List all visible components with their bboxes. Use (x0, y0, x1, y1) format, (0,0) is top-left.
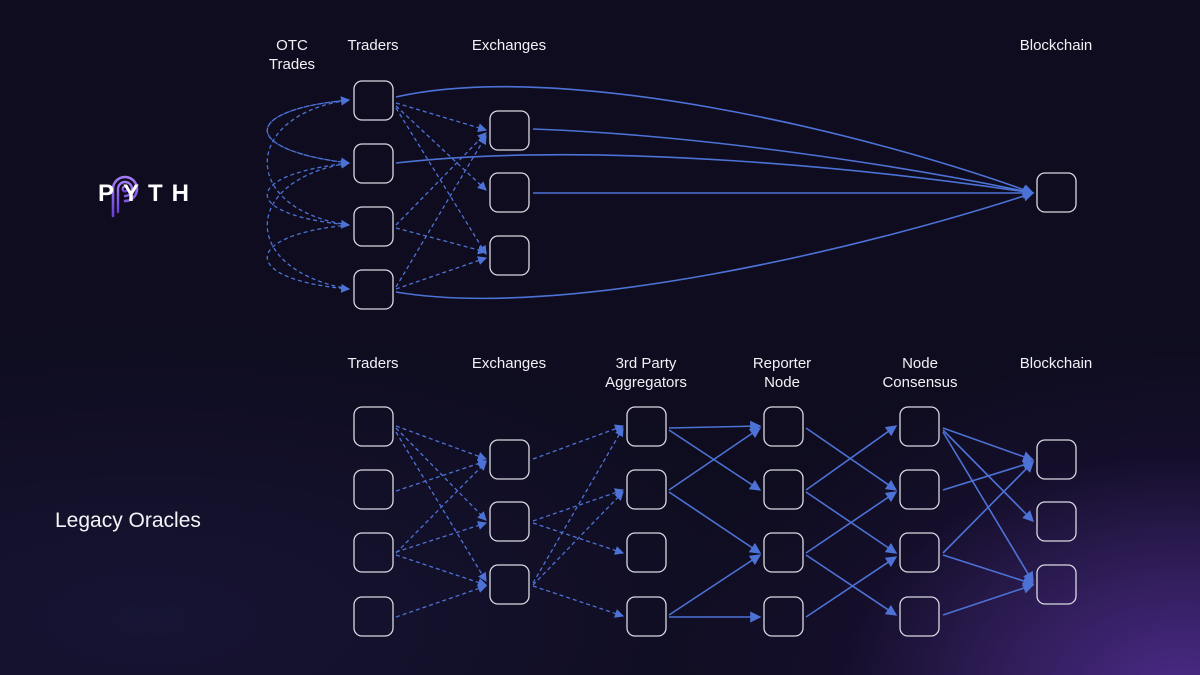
legacy-blockchain-node (1036, 439, 1077, 480)
pyth-trader-node (353, 80, 394, 121)
legacy-exchange-aggregator-edge (532, 522, 625, 555)
legacy-consensus-label: Node Consensus (882, 355, 958, 391)
legacy-aggregator-reporter-edge (668, 420, 762, 432)
legacy-trader-exchange-edge (395, 459, 488, 492)
pyth-blockchain-node (1036, 172, 1077, 213)
legacy-aggregator-reporter-edge (668, 427, 762, 491)
pyth-exchanges-label: Exchanges (471, 37, 547, 54)
pyth-traders-label: Traders (347, 37, 399, 54)
pyth-trader-exchange-edge (395, 256, 488, 290)
legacy-consensus-blockchain-edge (942, 582, 1035, 616)
legacy-consensus-blockchain-edge (942, 461, 1034, 554)
legacy-trader-node (353, 596, 394, 637)
pyth-exchange-node (489, 172, 530, 213)
pyth-trader-exchange-edge (395, 135, 487, 288)
legacy-exchange-aggregator-edge (532, 427, 624, 584)
legacy-aggregators-label: 3rd Party Aggregators (605, 355, 687, 391)
legacy-traders-label: Traders (347, 355, 399, 372)
legacy-reporter-consensus-edge (805, 427, 898, 491)
legacy-trader-exchange-edge (395, 584, 488, 618)
legacy-reporter-consensus-edge (805, 556, 898, 618)
legacy-aggregator-node (626, 469, 667, 510)
legacy-aggregator-node (626, 596, 667, 637)
legacy-reporter-consensus-edge (805, 554, 898, 616)
legacy-consensus-blockchain-edge (942, 427, 1035, 462)
legacy-consensus-blockchain-edge (942, 554, 1035, 587)
otc-edge (266, 96, 351, 164)
legacy-blockchain-node (1036, 564, 1077, 605)
pyth-trader-exchange-edge (395, 105, 487, 191)
pyth-direct-edge (395, 85, 1035, 195)
legacy-aggregator-node (626, 406, 667, 447)
legacy-exchange-node (489, 439, 530, 480)
pyth-exchange-node (489, 235, 530, 276)
legacy-trader-exchange-edge (395, 461, 487, 554)
legacy-exchange-aggregator-edge (532, 424, 625, 460)
legacy-aggregator-reporter-edge (668, 429, 762, 491)
pyth-trader-node (353, 206, 394, 247)
pyth-wordmark: PYTH (98, 180, 199, 207)
legacy-reporter-node (763, 596, 804, 637)
legacy-aggregator-node (626, 532, 667, 573)
pyth-direct-edge (395, 190, 1035, 300)
legacy-reporter-node (763, 469, 804, 510)
legacy-aggregator-reporter-edge (668, 554, 762, 616)
legacy-trader-node (353, 406, 394, 447)
legacy-trader-exchange-edge (395, 431, 487, 582)
legacy-exchange-node (489, 564, 530, 605)
legacy-exchange-node (489, 501, 530, 542)
pyth-trader-exchange-edge (395, 107, 487, 255)
legacy-trader-exchange-edge (395, 425, 488, 461)
legacy-blockchain-label: Blockchain (1019, 355, 1093, 372)
legacy-consensus-node (899, 469, 940, 510)
legacy-reporter-consensus-edge (805, 491, 898, 554)
pyth-direct-edge (395, 153, 1035, 198)
legacy-reporter-node (763, 532, 804, 573)
legacy-reporter-label: Reporter Node (752, 355, 812, 391)
legacy-blockchain-node (1036, 501, 1077, 542)
legacy-exchange-aggregator-edge (532, 585, 625, 618)
pyth-trader-exchange-edge (395, 102, 488, 133)
pyth-blockchain-label: Blockchain (1019, 37, 1093, 54)
legacy-trader-exchange-edge (395, 427, 487, 521)
legacy-consensus-node (899, 596, 940, 637)
otc-edge (266, 162, 351, 229)
legacy-trader-exchange-edge (395, 521, 488, 553)
legacy-reporter-node (763, 406, 804, 447)
legacy-trader-exchange-edge (395, 554, 488, 587)
legacy-consensus-node (899, 532, 940, 573)
pyth-trader-node (353, 143, 394, 184)
pyth-logo-icon (111, 175, 139, 218)
otc-edge (266, 159, 351, 290)
legacy-aggregator-reporter-edge (668, 491, 762, 554)
legacy-trader-node (353, 469, 394, 510)
legacy-oracles-title: Legacy Oracles (55, 509, 201, 532)
legacy-consensus-node (899, 406, 940, 447)
otc-edge (266, 96, 351, 226)
pyth-otc-trades-label: OTC Trades (268, 37, 316, 73)
otc-edge (266, 99, 351, 167)
legacy-trader-node (353, 532, 394, 573)
pyth-trader-exchange-edge (395, 132, 487, 226)
legacy-consensus-blockchain-edge (942, 459, 1035, 491)
legacy-reporter-consensus-edge (805, 425, 898, 491)
legacy-exchange-aggregator-edge (532, 491, 624, 586)
pyth-direct-edge (532, 128, 1035, 197)
legacy-exchanges-label: Exchanges (471, 355, 547, 372)
legacy-exchange-aggregator-edge (532, 488, 625, 522)
otc-edge (266, 224, 351, 293)
pyth-trader-exchange-edge (395, 227, 488, 255)
pyth-trader-node (353, 269, 394, 310)
pyth-exchange-node (489, 110, 530, 151)
